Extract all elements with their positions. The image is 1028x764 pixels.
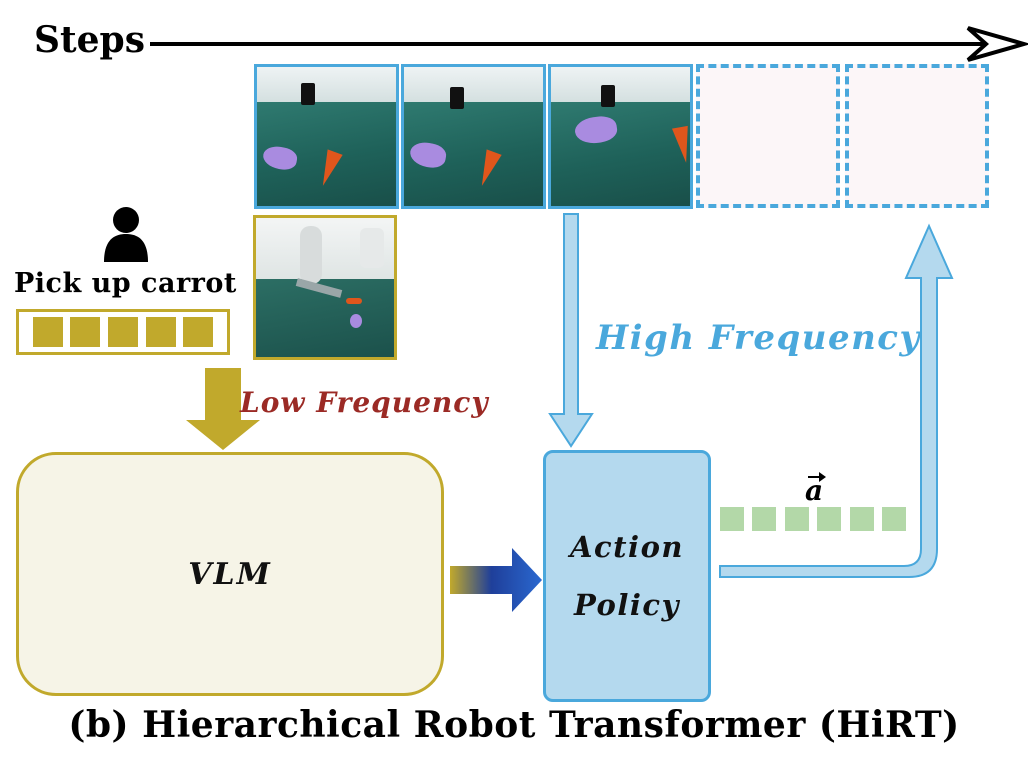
low-frequency-label: Low Frequency <box>240 386 489 419</box>
steps-arrow-icon <box>150 26 1028 62</box>
action-token <box>784 507 809 531</box>
future-observation-placeholder-1 <box>696 64 840 208</box>
language-token-sequence <box>16 309 230 355</box>
observation-frame-3 <box>548 64 693 209</box>
future-observation-placeholder-2 <box>845 64 989 208</box>
language-token <box>70 317 101 347</box>
figure-caption: (b) Hierarchical Robot Transformer (HiRT… <box>68 704 960 746</box>
instruction-text: Pick up carrot <box>14 268 237 299</box>
action-token <box>817 507 842 531</box>
language-token <box>183 317 214 347</box>
person-icon <box>104 207 148 262</box>
action-policy-label-line2: Policy <box>574 588 680 622</box>
observation-frame-2 <box>401 64 546 209</box>
vlm-label: VLM <box>188 556 272 592</box>
third-person-camera-frame <box>253 215 397 360</box>
vlm-to-policy-arrow <box>450 548 542 612</box>
action-token <box>720 507 744 531</box>
language-token <box>32 317 63 347</box>
language-token <box>107 317 138 347</box>
action-token <box>752 507 777 531</box>
action-token <box>881 507 906 531</box>
action-symbol: a <box>805 474 824 507</box>
steps-label: Steps <box>34 19 145 61</box>
action-policy-label-line1: Action <box>570 530 684 564</box>
action-token <box>849 507 874 531</box>
vector-arrow-icon <box>808 472 826 482</box>
high-frequency-label: High Frequency <box>596 318 921 358</box>
vlm-block: VLM <box>16 452 444 696</box>
high-frequency-input-arrow <box>548 213 594 448</box>
high-frequency-output-arrow <box>719 223 954 578</box>
action-token-sequence <box>720 507 906 531</box>
low-frequency-arrow <box>186 368 260 450</box>
action-policy-block: Action Policy <box>543 450 711 702</box>
language-token <box>145 317 176 347</box>
observation-frame-1 <box>254 64 399 209</box>
